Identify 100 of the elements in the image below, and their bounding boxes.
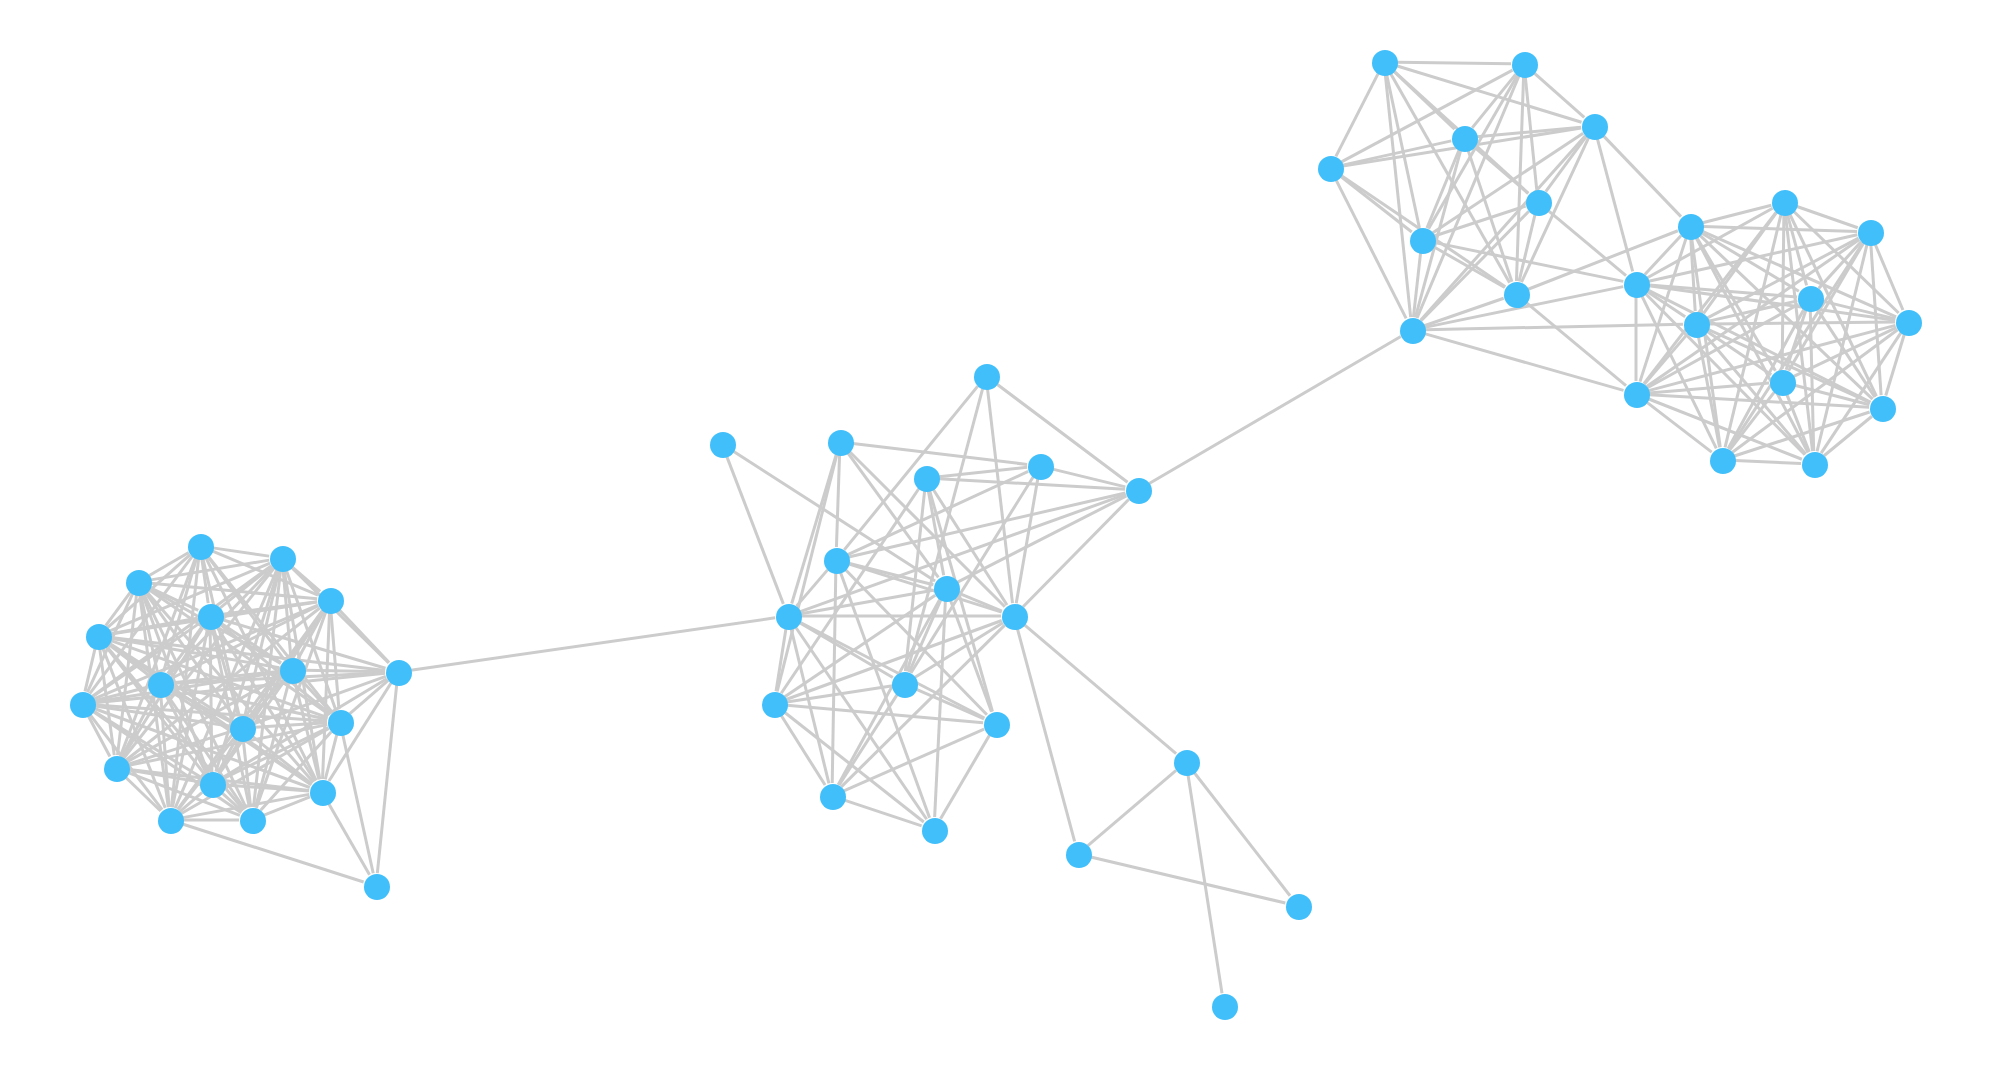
- network-link: [1339, 174, 1507, 288]
- network-node: [913, 465, 939, 491]
- network-node: [1399, 317, 1425, 343]
- network-link: [848, 491, 1126, 559]
- network-link: [1723, 214, 1783, 448]
- network-link: [1432, 131, 1584, 235]
- network-link: [170, 689, 312, 787]
- network-link: [88, 555, 194, 695]
- network-link: [204, 557, 318, 781]
- network-link: [109, 561, 271, 633]
- network-link: [172, 669, 280, 685]
- network-link: [150, 581, 318, 601]
- network-link: [1643, 332, 1689, 386]
- network-link: [1817, 240, 1863, 290]
- network-link: [282, 570, 322, 780]
- network-link: [840, 624, 1006, 788]
- network-node: [1371, 49, 1397, 75]
- network-link: [107, 642, 151, 678]
- network-node: [85, 623, 111, 649]
- network-link: [1086, 769, 1178, 847]
- network-link: [1014, 478, 1040, 604]
- network-link: [281, 570, 293, 658]
- network-link: [142, 593, 248, 809]
- network-link: [122, 567, 276, 759]
- network-node: [1623, 271, 1649, 297]
- network-link: [1701, 229, 1897, 319]
- network-link: [839, 571, 931, 819]
- network-link: [321, 612, 331, 780]
- network-link: [1707, 328, 1871, 404]
- network-link: [847, 562, 1003, 614]
- network-link: [148, 551, 190, 577]
- network-link: [1646, 302, 1800, 390]
- network-link: [167, 566, 275, 676]
- network-link: [215, 626, 317, 782]
- network-link: [121, 626, 205, 758]
- network-link: [1643, 234, 1683, 276]
- network-link: [224, 783, 310, 793]
- network-link: [1425, 149, 1461, 229]
- network-link: [299, 678, 333, 714]
- network-link: [1601, 134, 1683, 218]
- network-link: [1808, 310, 1816, 452]
- network-link: [223, 726, 329, 780]
- network-link: [1525, 301, 1627, 387]
- network-link: [785, 619, 1003, 701]
- network-link: [1873, 243, 1905, 311]
- network-node: [1771, 189, 1797, 215]
- network-link: [1392, 69, 1456, 131]
- network-link: [249, 678, 285, 720]
- network-link: [1148, 335, 1402, 485]
- network-node: [1869, 395, 1895, 421]
- network-link: [263, 795, 311, 817]
- network-link: [1648, 381, 1770, 395]
- network-link: [91, 710, 243, 814]
- network-link: [1700, 231, 1800, 293]
- network-link: [986, 388, 1014, 604]
- network-node: [1525, 189, 1551, 215]
- network-link: [105, 645, 245, 811]
- network-link: [1340, 68, 1514, 164]
- network-link: [780, 487, 920, 695]
- network-link: [848, 561, 934, 587]
- network-link: [180, 727, 330, 815]
- network-link: [1642, 211, 1778, 385]
- network-node: [775, 603, 801, 629]
- network-link: [170, 688, 232, 724]
- network-link: [931, 488, 1009, 606]
- network-link: [1815, 244, 1869, 452]
- network-link: [1728, 391, 1776, 451]
- network-link: [1186, 774, 1224, 994]
- network-link: [125, 606, 321, 762]
- network-link: [94, 685, 148, 703]
- network-link: [1466, 149, 1514, 283]
- network-link: [799, 493, 1127, 613]
- network-node: [1451, 125, 1477, 151]
- network-link: [128, 768, 310, 792]
- network-link: [222, 618, 386, 670]
- network-link: [830, 572, 838, 784]
- network-node: [1857, 219, 1883, 245]
- network-link: [200, 558, 210, 604]
- network-link: [348, 679, 390, 715]
- network-node: [1683, 311, 1709, 337]
- network-link: [1733, 410, 1871, 458]
- network-link: [206, 555, 334, 713]
- network-link: [219, 623, 331, 715]
- network-link: [1647, 397, 1803, 461]
- network-link: [176, 737, 236, 811]
- network-link: [1702, 224, 1858, 234]
- network-node: [1797, 285, 1823, 311]
- network-link: [1015, 628, 1077, 842]
- network-link: [220, 621, 282, 665]
- network-node: [1709, 447, 1735, 473]
- network-link: [1640, 295, 1718, 449]
- network-node: [157, 807, 183, 833]
- network-node: [1065, 841, 1091, 867]
- network-link: [834, 454, 842, 548]
- network-node: [819, 783, 845, 809]
- network-link: [1434, 241, 1624, 283]
- network-node: [709, 431, 735, 457]
- network-link: [995, 382, 1129, 484]
- network-link: [786, 703, 984, 725]
- network-node: [1409, 227, 1435, 253]
